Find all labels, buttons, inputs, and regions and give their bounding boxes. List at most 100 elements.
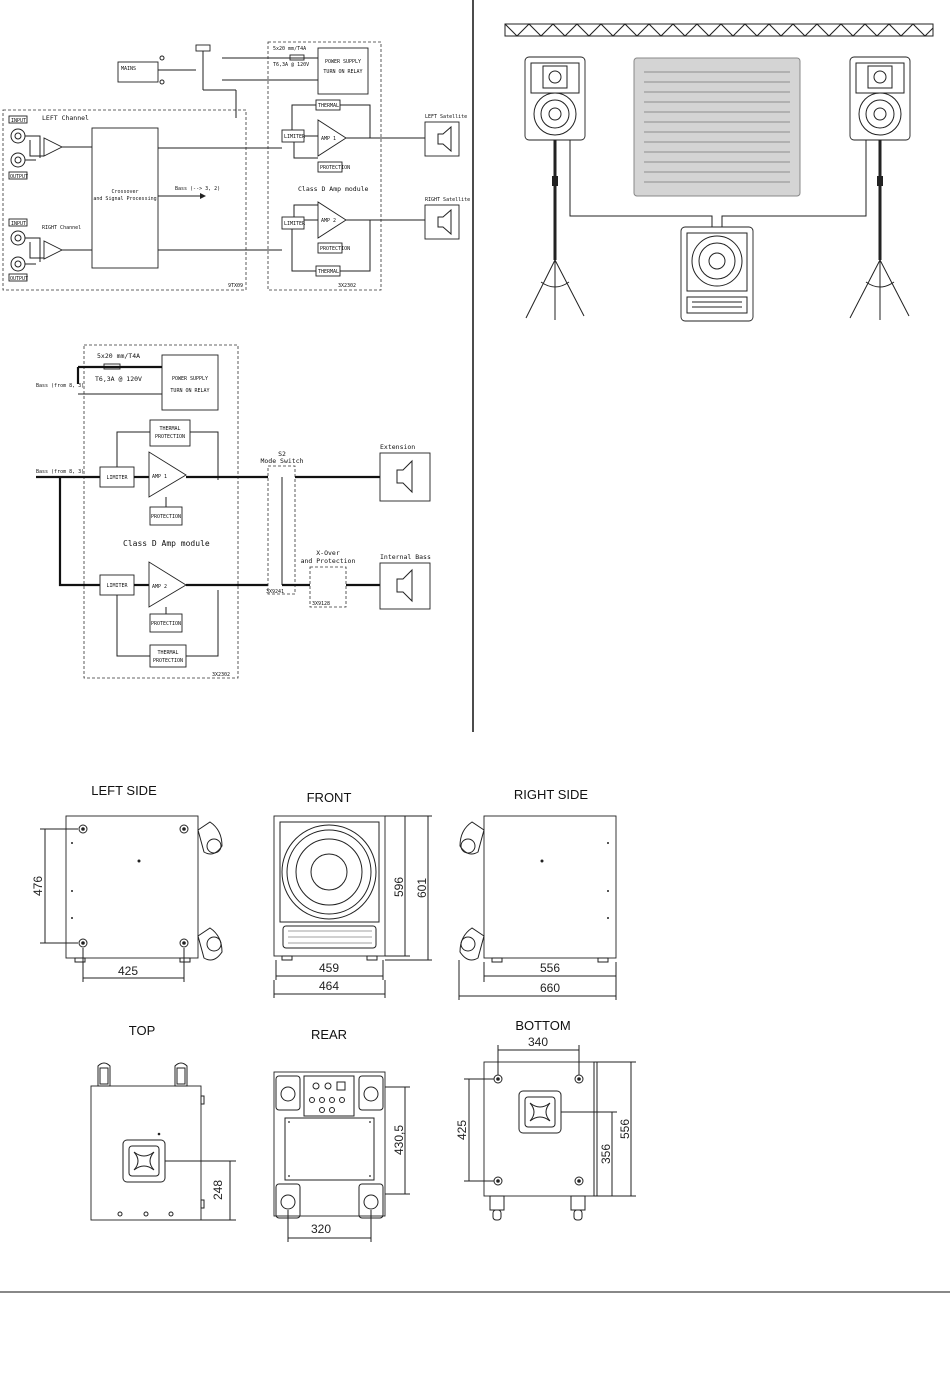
- xover-board-id: 3X9128: [312, 601, 330, 607]
- sub-class-d-label: Class D Amp module: [123, 539, 210, 548]
- xover-box: [309, 566, 347, 608]
- subwoofer-amp-schematic: POWER SUPPLY TURN ON RELAY 5x20 mm/T4A T…: [36, 344, 431, 679]
- sub-protection-1-label: PROTECTION: [151, 514, 181, 520]
- top-caster-right: [174, 1062, 188, 1087]
- left-satellite-box: [424, 121, 460, 157]
- projection-screen: [633, 57, 801, 197]
- front-woofer: [281, 824, 377, 920]
- crossover-block: [91, 127, 159, 269]
- right-side-width-dim-1: 556: [540, 961, 560, 975]
- left-satellite-speaker-icon: [437, 125, 452, 153]
- sub-thermal-2-label: THERMAL: [157, 650, 178, 656]
- thermal-2-label: THERMAL: [318, 269, 339, 275]
- internal-bass-label: Internal Bass: [380, 553, 431, 561]
- thermal-1-label: THERMAL: [318, 103, 339, 109]
- psu-label: POWER SUPPLY: [325, 59, 361, 65]
- right-output-tag: [8, 273, 28, 282]
- power-supply-block: [317, 47, 369, 95]
- protection-block-2: [317, 242, 343, 254]
- sub-amp-board-id: 3X2302: [212, 672, 230, 678]
- right-side-caster-bottom: [459, 927, 485, 961]
- rear-panel: [273, 1071, 386, 1217]
- rear-caster-tl: [275, 1075, 301, 1111]
- internal-bass-box: [379, 562, 431, 610]
- xover-label: X-Over: [316, 549, 340, 557]
- mode-switch-box: [267, 465, 296, 595]
- left-input-connector: [10, 128, 26, 144]
- left-side-width-dim: 425: [118, 964, 138, 978]
- right-satellite-woofer: [858, 92, 902, 136]
- left-output-tag: [8, 171, 28, 180]
- left-satellite-label: LEFT Satellite: [425, 114, 467, 120]
- top-panel: [90, 1085, 202, 1221]
- right-satellite-speaker-icon: [437, 208, 452, 236]
- amp-1-triangle: [317, 119, 347, 157]
- right-side-width-dim-2: 660: [540, 981, 560, 995]
- right-output-connector: [10, 256, 26, 272]
- sub-amp-2-triangle: [148, 561, 187, 608]
- fuse-rating: T6,3A @ 120V: [273, 62, 309, 68]
- right-speaker-cable: [721, 140, 867, 228]
- extension-speaker-icon: [396, 459, 413, 494]
- extension-label: Extension: [380, 443, 415, 451]
- mode-switch-label: Mode Switch: [260, 457, 303, 465]
- protection-block-1: [317, 161, 343, 173]
- bottom-wheel-right: [570, 1195, 586, 1211]
- xover-sublabel: and Protection: [301, 557, 356, 565]
- crossover-sublabel: and Signal Processing: [93, 196, 156, 202]
- crossover-label: Crossover: [111, 189, 138, 195]
- processing-board-id: 9TX09: [228, 283, 243, 289]
- sub-psu-label: POWER SUPPLY: [172, 376, 208, 382]
- limiter-block-2: [281, 216, 305, 230]
- bottom-depth-dim: 556: [618, 1119, 632, 1139]
- left-side-panel: [65, 815, 199, 959]
- bottom-wheel-left: [489, 1195, 505, 1211]
- fuse-label: 5x20 mm/T4A: [273, 46, 306, 52]
- right-input-buffer: [43, 240, 64, 260]
- left-side-title: LEFT SIDE: [91, 783, 157, 798]
- front-title: FRONT: [307, 790, 352, 805]
- psu-sublabel: TURN ON RELAY: [323, 69, 362, 75]
- satellite-amp-schematic: POWER SUPPLY TURN ON RELAY 5x20 mm/T4A T…: [2, 41, 470, 291]
- bottom-title: BOTTOM: [515, 1018, 570, 1033]
- right-input-connector: [10, 230, 26, 246]
- mains-label: MAINS: [121, 66, 136, 72]
- sub-amp-board-outline: [83, 344, 239, 679]
- sub-fuse-label: 5x20 mm/T4A: [97, 352, 140, 360]
- sub-thermal-1-label: THERMAL: [159, 426, 180, 432]
- right-side-caster-top: [459, 821, 485, 855]
- limiter-2-label: LIMITER: [284, 221, 306, 227]
- top-title: TOP: [129, 1023, 156, 1038]
- sub-thermal-block-1: [149, 419, 191, 447]
- left-side-height-dim: 476: [31, 876, 45, 896]
- bottom-panel: [483, 1061, 595, 1197]
- sub-amp-2-label: AMP 2: [152, 584, 167, 590]
- protection-1-label: PROTECTION: [320, 165, 350, 171]
- processing-board-outline: [2, 109, 247, 291]
- top-caster-left: [97, 1062, 111, 1087]
- left-output-tag-text: OUTPUT: [10, 174, 28, 180]
- sub-limiter-2-label: LIMITER: [106, 583, 128, 589]
- protection-2-label: PROTECTION: [320, 246, 350, 252]
- rear-amp-plate: [284, 1117, 375, 1181]
- rear-width-dim: 320: [311, 1222, 331, 1236]
- front-port: [282, 925, 377, 949]
- right-output-tag-text: OUTPUT: [10, 276, 28, 282]
- sub-bass-input-label: Bass (from 8, 3): [36, 469, 84, 475]
- left-input-tag: [8, 115, 28, 124]
- sub-limiter-1-label: LIMITER: [106, 475, 128, 481]
- sub-fuse-rating: T6,3A @ 120V: [95, 375, 142, 383]
- sub-mains-input-label: Bass (from 8, 3): [36, 383, 84, 389]
- class-d-module-label: Class D Amp module: [298, 185, 369, 193]
- right-satellite-box: [424, 204, 460, 240]
- left-satellite-woofer: [533, 92, 577, 136]
- stage-setup-illustration: [504, 23, 934, 322]
- sub-power-supply-block: [161, 354, 219, 411]
- left-output-connector: [10, 152, 26, 168]
- rear-title: REAR: [311, 1027, 347, 1042]
- rear-caster-tr: [358, 1075, 384, 1111]
- mode-switch-id: S2: [278, 450, 286, 458]
- fuse-holder: [195, 44, 211, 52]
- right-satellite-label: RIGHT Satellite: [425, 197, 470, 203]
- sub-thermal-2-sublabel: PROTECTION: [153, 658, 183, 664]
